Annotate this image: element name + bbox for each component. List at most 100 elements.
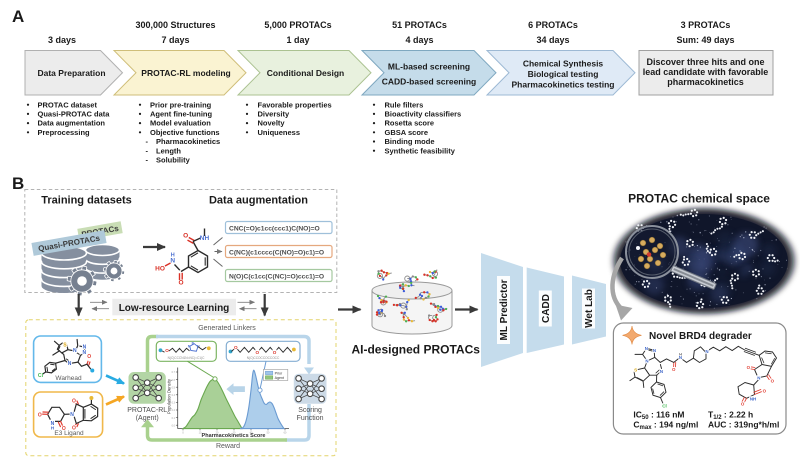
svg-text:HO: HO	[155, 266, 165, 273]
svg-text:Synthetic feasibility: Synthetic feasibility	[385, 146, 456, 155]
svg-text:O: O	[234, 345, 238, 350]
svg-text:O: O	[256, 350, 260, 355]
svg-text:PROTAC-RL modeling: PROTAC-RL modeling	[141, 68, 230, 78]
svg-text:NH: NH	[750, 396, 756, 401]
svg-text:0.3: 0.3	[172, 402, 176, 405]
svg-text:O: O	[72, 425, 76, 431]
svg-text:O: O	[741, 401, 745, 406]
svg-text:50: 50	[267, 431, 270, 434]
svg-text:0.0: 0.0	[172, 424, 176, 427]
svg-text:O: O	[763, 389, 767, 394]
svg-text:Biological testing: Biological testing	[528, 69, 599, 79]
svg-text:0.7: 0.7	[172, 371, 176, 374]
svg-text:Pharmacokinetics Score: Pharmacokinetics Score	[202, 433, 266, 439]
svg-text:30: 30	[233, 431, 236, 434]
svg-text:3 days: 3 days	[48, 35, 76, 45]
svg-text:N: N	[653, 348, 656, 353]
svg-text:H: H	[51, 425, 54, 430]
svg-text:60: 60	[284, 431, 287, 434]
svg-text:A: A	[12, 7, 24, 26]
svg-text:O: O	[178, 280, 183, 287]
svg-text:Prior pre-training: Prior pre-training	[150, 100, 212, 109]
svg-text:NH: NH	[200, 235, 210, 242]
svg-text:Pharmacokinetics: Pharmacokinetics	[156, 137, 220, 146]
svg-text:0.4: 0.4	[172, 394, 176, 397]
svg-text:PROTAC chemical space: PROTAC chemical space	[628, 192, 770, 206]
svg-text:CNC(=O)c1cc(ccc1)C(NO)=O: CNC(=O)c1cc(ccc1)C(NO)=O	[229, 225, 320, 232]
svg-text:40: 40	[250, 431, 253, 434]
svg-text:N: N	[705, 349, 708, 354]
svg-text:Warhead: Warhead	[55, 375, 82, 382]
svg-text:0.5: 0.5	[172, 386, 176, 389]
svg-text:10: 10	[199, 431, 202, 434]
svg-text:GBSA score: GBSA score	[385, 128, 429, 137]
svg-text:B: B	[12, 174, 24, 193]
svg-text:ML Predictor: ML Predictor	[499, 279, 510, 340]
svg-text:Function: Function	[297, 415, 324, 422]
svg-text:N: N	[679, 355, 682, 360]
svg-text:O: O	[38, 412, 42, 418]
svg-text:O: O	[183, 233, 188, 240]
svg-text:1 day: 1 day	[286, 35, 309, 45]
svg-text:O: O	[273, 350, 277, 355]
svg-text:N: N	[757, 375, 760, 380]
svg-text:Bioactivity classifiers: Bioactivity classifiers	[385, 110, 462, 119]
svg-text:Population Density: Population Density	[167, 378, 172, 414]
svg-text:Reward: Reward	[216, 443, 240, 450]
svg-text:4 days: 4 days	[405, 35, 433, 45]
svg-text:Low-resource Learning: Low-resource Learning	[119, 303, 230, 314]
svg-text:5,000 PROTACs: 5,000 PROTACs	[264, 20, 331, 30]
svg-text:Cl: Cl	[38, 373, 44, 379]
svg-text:T1/2 : 2.22 h: T1/2 : 2.22 h	[708, 410, 753, 422]
svg-text:Novel BRD4 degrader: Novel BRD4 degrader	[649, 331, 752, 342]
svg-text:Conditional Design: Conditional Design	[267, 68, 344, 78]
svg-text:Model evaluation: Model evaluation	[150, 119, 211, 128]
svg-text:N(C)CCOCCOCCOCC: N(C)CCOCCOCCOCC	[247, 356, 280, 360]
svg-text:N: N	[70, 412, 74, 418]
svg-text:Favorable properties: Favorable properties	[258, 100, 332, 109]
svg-text:0.1: 0.1	[172, 417, 176, 420]
svg-text:Wet Lab: Wet Lab	[584, 289, 595, 328]
svg-text:Diversity: Diversity	[258, 110, 291, 119]
svg-text:S: S	[63, 342, 67, 348]
svg-text:Objective functions: Objective functions	[150, 128, 220, 137]
svg-text:N: N	[68, 361, 72, 367]
svg-text:Solubility: Solubility	[156, 156, 191, 165]
svg-text:Length: Length	[156, 146, 181, 155]
svg-text:Generated Linkers: Generated Linkers	[198, 325, 256, 332]
svg-text:pharmacokinetics: pharmacokinetics	[667, 77, 744, 87]
svg-text:O: O	[747, 365, 751, 370]
svg-text:CADD: CADD	[541, 294, 552, 323]
svg-text:S: S	[634, 367, 637, 372]
svg-text:300,000 Structures: 300,000 Structures	[135, 20, 215, 30]
svg-text:PROTAC-RL: PROTAC-RL	[127, 407, 167, 414]
svg-text:Prior: Prior	[275, 371, 283, 375]
svg-text:IC50 : 116 nM: IC50 : 116 nM	[633, 410, 684, 422]
svg-text:AUC : 319ng*h/ml: AUC : 319ng*h/ml	[708, 420, 779, 430]
svg-text:N: N	[645, 359, 648, 364]
svg-text:7 days: 7 days	[161, 35, 189, 45]
svg-text:Rosetta score: Rosetta score	[385, 119, 435, 128]
svg-text:N: N	[73, 348, 77, 354]
svg-text:N: N	[192, 341, 195, 345]
svg-text:Chemical Synthesis: Chemical Synthesis	[523, 59, 604, 69]
svg-text:N(C)CCCN1N=NC(=C1)C: N(C)CCCN1N=NC(=C1)C	[168, 356, 206, 360]
svg-text:3 PROTACs: 3 PROTACs	[681, 20, 731, 30]
svg-text:Quasi-PROTAC data: Quasi-PROTAC data	[38, 110, 111, 119]
svg-text:Data Preparation: Data Preparation	[37, 68, 105, 78]
svg-text:Rule filters: Rule filters	[385, 100, 424, 109]
svg-text:Agent fine-tuning: Agent fine-tuning	[150, 110, 212, 119]
svg-text:20: 20	[216, 431, 219, 434]
svg-text:Novelty: Novelty	[258, 119, 286, 128]
svg-text:Sum: 49 days: Sum: 49 days	[676, 35, 734, 45]
svg-text:PROTAC dataset: PROTAC dataset	[38, 100, 98, 109]
svg-text:Data augmentation: Data augmentation	[209, 195, 308, 207]
svg-text:-: -	[146, 137, 149, 146]
svg-text:0.6: 0.6	[172, 379, 176, 382]
svg-text:O: O	[72, 398, 76, 404]
svg-text:Cl: Cl	[662, 404, 667, 409]
svg-text:O: O	[87, 354, 91, 360]
svg-text:C(NC)(c1cccc(C(NO)=O)c1)=O: C(NC)(c1cccc(C(NO)=O)c1)=O	[229, 249, 324, 256]
svg-text:N: N	[645, 346, 648, 351]
svg-text:E3 Ligand: E3 Ligand	[54, 430, 84, 437]
